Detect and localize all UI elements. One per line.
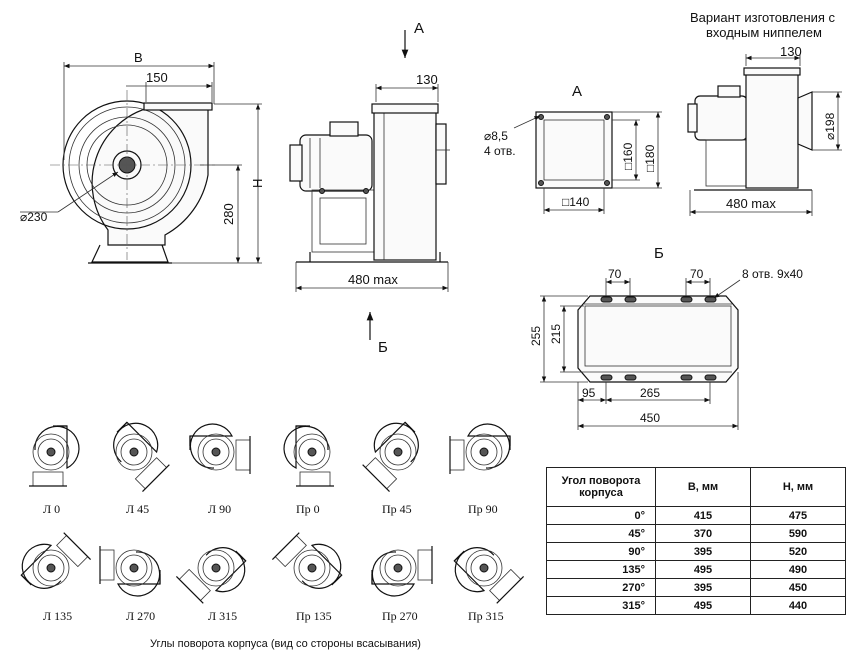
flange-square [535, 111, 613, 189]
rotation-label: Л 135 [43, 609, 72, 623]
motor-body [299, 134, 373, 192]
fan-icon [12, 523, 92, 603]
rotation-label: Л 270 [126, 609, 155, 623]
fan-icon [283, 425, 335, 487]
fan-icon [371, 545, 433, 597]
rotation-label: Пр 0 [296, 502, 320, 516]
dim-230-label: ⌀230 [20, 210, 48, 224]
rotation-variant: Пр 45 [353, 413, 433, 516]
dim-255-label: 255 [529, 326, 543, 346]
rotation-variant: Пр 270 [371, 545, 433, 623]
arrow-a-label: A [414, 20, 424, 37]
rotation-label: Пр 90 [468, 502, 498, 516]
rotation-variant: Пр 90 [449, 423, 511, 516]
fan-icon [99, 413, 179, 493]
inlet-nipple [797, 91, 813, 151]
view-a-title: A [572, 83, 582, 100]
fan-icon [28, 425, 80, 487]
holes-label: 8 отв. 9x40 [742, 267, 803, 281]
dim-480-side-label: 480 max [348, 272, 398, 287]
rotation-caption: Углы поворота корпуса (вид со стороны вс… [150, 638, 421, 650]
dim-265-label: 265 [640, 386, 660, 400]
arrow-b-label: Б [378, 339, 388, 356]
dim-215-label: 215 [549, 324, 563, 344]
dim-150-label: 150 [146, 70, 168, 85]
rotation-variant: Л 270 [99, 545, 161, 623]
fan-icon [175, 533, 255, 613]
hole-dia-label: ⌀8,5 [484, 129, 508, 143]
table-header-angle: Угол поворота корпуса [546, 467, 656, 507]
rotation-label: Л 0 [43, 502, 60, 516]
dim-140-label: □140 [562, 195, 590, 209]
nipple-dim-130-label: 130 [780, 44, 802, 59]
dim-130-side-label: 130 [416, 72, 438, 87]
dim-280-label: 280 [221, 203, 236, 225]
nipple-variant-view: Вариант изготовления с входным ниппелем … [687, 10, 842, 216]
hole-count-label: 4 отв. [484, 144, 516, 158]
side-view: A 130 480 max Б [289, 20, 450, 356]
dim-450-label: 450 [640, 411, 660, 425]
base-plate [577, 295, 739, 383]
nipple-title-line1: Вариант изготовления с [690, 10, 836, 25]
view-a: A ⌀8,5 4 отв. □160 □180 □140 [484, 83, 662, 214]
rotation-label: Л 45 [126, 502, 149, 516]
dim-160-label: □160 [621, 142, 635, 170]
fan-icon [271, 523, 351, 603]
dim-b-label: B [134, 50, 143, 65]
rotation-variant: Пр 135 [271, 523, 351, 623]
rotation-variant: Л 135 [12, 523, 92, 623]
housing-side [373, 111, 437, 261]
view-b: Б 70 70 8 отв. 9x40 255 2 [529, 245, 803, 430]
fan-icon [99, 545, 161, 597]
view-b-title: Б [654, 245, 664, 262]
nipple-dim-198-label: ⌀198 [823, 112, 837, 140]
rotation-label: Пр 135 [296, 609, 332, 623]
table-header-h: H, мм [750, 467, 846, 507]
rotation-label: Пр 315 [468, 609, 504, 623]
fan-icon [445, 533, 525, 613]
volute-housing [91, 107, 209, 246]
nipple-dim-480-label: 480 max [726, 196, 776, 211]
rotation-variant: Л 315 [175, 533, 255, 623]
outlet-flange [143, 102, 213, 111]
dim-70-right-label: 70 [690, 267, 704, 281]
rotation-variant: Пр 0 [283, 425, 335, 516]
nipple-housing [745, 73, 799, 189]
fan-icon [449, 423, 511, 475]
rotation-label: Л 90 [208, 502, 231, 516]
table-header-b: B, мм [655, 467, 751, 507]
rotation-variant: Л 45 [99, 413, 179, 516]
rotation-variant: Л 90 [189, 423, 251, 516]
rotation-variant: Л 0 [28, 425, 80, 516]
rotation-label: Пр 270 [382, 609, 418, 623]
dim-180-label: □180 [643, 144, 657, 172]
fan-icon [189, 423, 251, 475]
rotation-grid: Л 0 Л 45 Л 90 Пр 0 Пр 45 Пр 90 Л 135 Л 270 Л 315… [12, 413, 525, 623]
rotation-variant: Пр 315 [445, 533, 525, 623]
rotation-label: Л 315 [208, 609, 237, 623]
dim-h-label: H [250, 179, 265, 188]
fan-icon [353, 413, 433, 493]
dim-95-label: 95 [582, 386, 596, 400]
main-view: B 150 H 280 ⌀230 [20, 50, 265, 264]
rotation-label: Пр 45 [382, 502, 412, 516]
nipple-title-line2: входным ниппелем [706, 25, 822, 40]
dim-70-left-label: 70 [608, 267, 622, 281]
outlet-flange-side [371, 103, 439, 114]
